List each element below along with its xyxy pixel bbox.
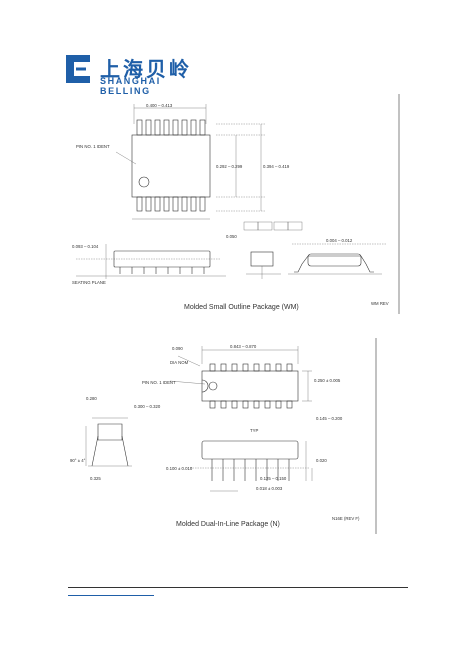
dip-end-width-label: 0.280 (86, 396, 97, 401)
dip-typ-label: TYP (250, 428, 259, 433)
soic-top-width-label: 0.400 – 0.413 (146, 103, 173, 108)
logo-english: SHANGHAI BELLING (100, 76, 161, 96)
soic-overall-width-label: 0.394 – 0.419 (263, 164, 290, 169)
dip-length-label: 0.843 – 0.870 (230, 344, 257, 349)
dip-package-drawing: 0.843 – 0.870 0.090 DIA NOM PIN NO. 1 ID… (70, 336, 382, 536)
dip-side-view (190, 440, 313, 492)
dip-bottom-pins (209, 400, 293, 409)
soic-standoff-label: 0.004 – 0.012 (326, 238, 353, 243)
logo-chinese: 上海贝岭 (100, 57, 192, 81)
soic-lead-pitch-label: 0.050 (226, 234, 237, 239)
logo-mark-icon (66, 55, 90, 83)
dip-notch-label: 0.090 (172, 346, 183, 351)
dip-pitch-label: 0.100 ± 0.010 (166, 466, 193, 471)
soic-top-pins (136, 119, 206, 136)
dip-notch-note: DIA NOM (170, 360, 189, 365)
soic-height-label: 0.093 – 0.104 (72, 244, 99, 249)
dip-seat-label: 0.125 – 0.150 (260, 476, 287, 481)
dip-caption: Molded Dual-In-Line Package (N) (176, 521, 280, 528)
dip-body-width-label: 0.250 ± 0.005 (314, 378, 341, 383)
soic-ref-code: WM REV (371, 301, 389, 306)
soic-seating-label: SEATING PLANE (72, 280, 106, 285)
soic-bottom-pins (136, 196, 206, 212)
dip-height-label: 0.145 – 0.200 (316, 416, 343, 421)
soic-end-view (246, 251, 281, 279)
dip-drawing-svg (85, 338, 377, 534)
soic-body (131, 134, 211, 198)
brand-logo: 上海贝岭 SHANGHAI BELLING (62, 53, 202, 96)
dip-row-space-label: 0.300 – 0.320 (134, 404, 161, 409)
footer-rule (68, 587, 408, 588)
dip-end-view (85, 417, 132, 467)
dip-standoff-label: 0.020 (316, 458, 327, 463)
soic-drawing-svg (76, 94, 400, 314)
dip-angle-label: 90° ± 4° (70, 458, 86, 463)
dip-lead-max-label: 0.325 (90, 476, 101, 481)
dip-lead-width-label: 0.018 ± 0.003 (256, 486, 283, 491)
soic-side-view (76, 244, 226, 279)
dip-top-pins (209, 363, 293, 372)
dip-pin1-label: PIN NO. 1 IDENT (142, 380, 176, 385)
soic-profile-view (288, 243, 386, 275)
footer-link[interactable] (68, 595, 154, 596)
soic-package-drawing: 0.400 – 0.413 PIN NO. 1 IDENT 0.292 – 0.… (66, 94, 406, 316)
dip-body (201, 370, 299, 402)
dip-pin1-indicator-icon (208, 381, 218, 391)
soic-caption: Molded Small Outline Package (WM) (184, 304, 299, 311)
dip-ref-code: N16E (REV F) (332, 516, 360, 521)
soic-pin1-label: PIN NO. 1 IDENT (76, 144, 110, 149)
soic-body-width-label: 0.292 – 0.299 (216, 164, 243, 169)
pin1-indicator-icon (138, 176, 150, 188)
